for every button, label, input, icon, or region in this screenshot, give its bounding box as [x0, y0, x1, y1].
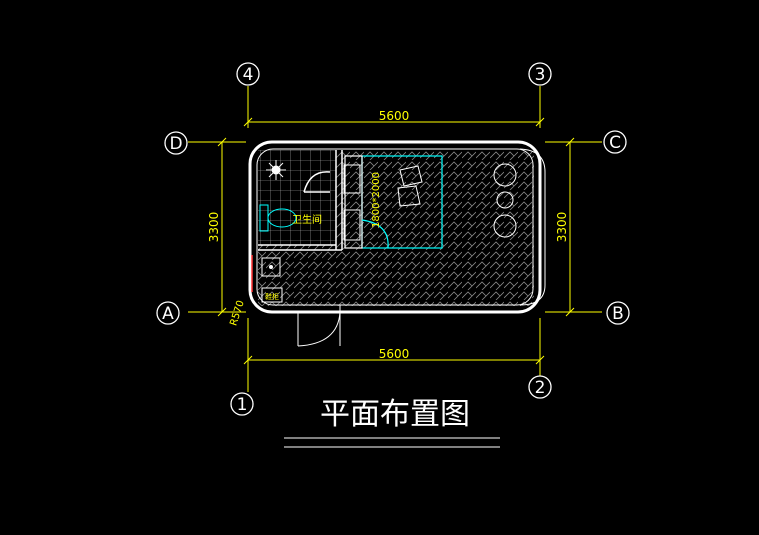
room-interior	[250, 142, 540, 312]
cabinet-label: 鞋柜	[265, 292, 279, 301]
drawing-title: 平面布置图	[320, 397, 470, 432]
axis-label-1: 1	[237, 395, 248, 415]
axis-label-C: C	[609, 133, 621, 153]
axis-bubble-3	[528, 62, 552, 86]
bottom-dimension-label: 5600	[379, 347, 410, 361]
entry-door	[297, 304, 341, 347]
inner-wall	[256, 148, 534, 306]
axis-markers	[156, 62, 630, 416]
shower-icon	[266, 160, 286, 180]
axis-label-B: B	[612, 304, 624, 324]
axis-label-A: A	[162, 304, 174, 324]
toilet-icon	[259, 204, 297, 232]
axis-label-D: D	[169, 134, 182, 154]
axis-label-4: 4	[243, 65, 254, 85]
axis-bubble-A	[156, 301, 180, 325]
axis-bubble-1	[230, 392, 254, 416]
title-underline	[284, 437, 500, 448]
axis-bubble-4	[236, 62, 260, 86]
axis-bubble-B	[606, 301, 630, 325]
dimension-lines	[188, 86, 602, 392]
top-dimension-label: 5600	[379, 109, 410, 123]
axis-bubble-2	[528, 375, 552, 399]
left-dimension-label: 3300	[207, 212, 221, 243]
axis-bubble-D	[164, 131, 188, 155]
bathroom-label: 卫生间	[292, 213, 322, 226]
seating-group	[493, 163, 517, 238]
outer-wall	[248, 140, 542, 314]
radius-label: R570	[228, 299, 247, 327]
bathroom-walls	[258, 150, 343, 251]
bed-size-label: 1800*2000	[371, 172, 382, 228]
axis-label-3: 3	[535, 65, 546, 85]
bed	[344, 155, 443, 249]
axis-bubble-C	[603, 130, 627, 154]
nightstands	[343, 164, 361, 241]
basin-icon	[261, 257, 281, 277]
right-dimension-label: 3300	[555, 212, 569, 243]
pillows	[397, 165, 423, 207]
axis-label-2: 2	[535, 378, 546, 398]
